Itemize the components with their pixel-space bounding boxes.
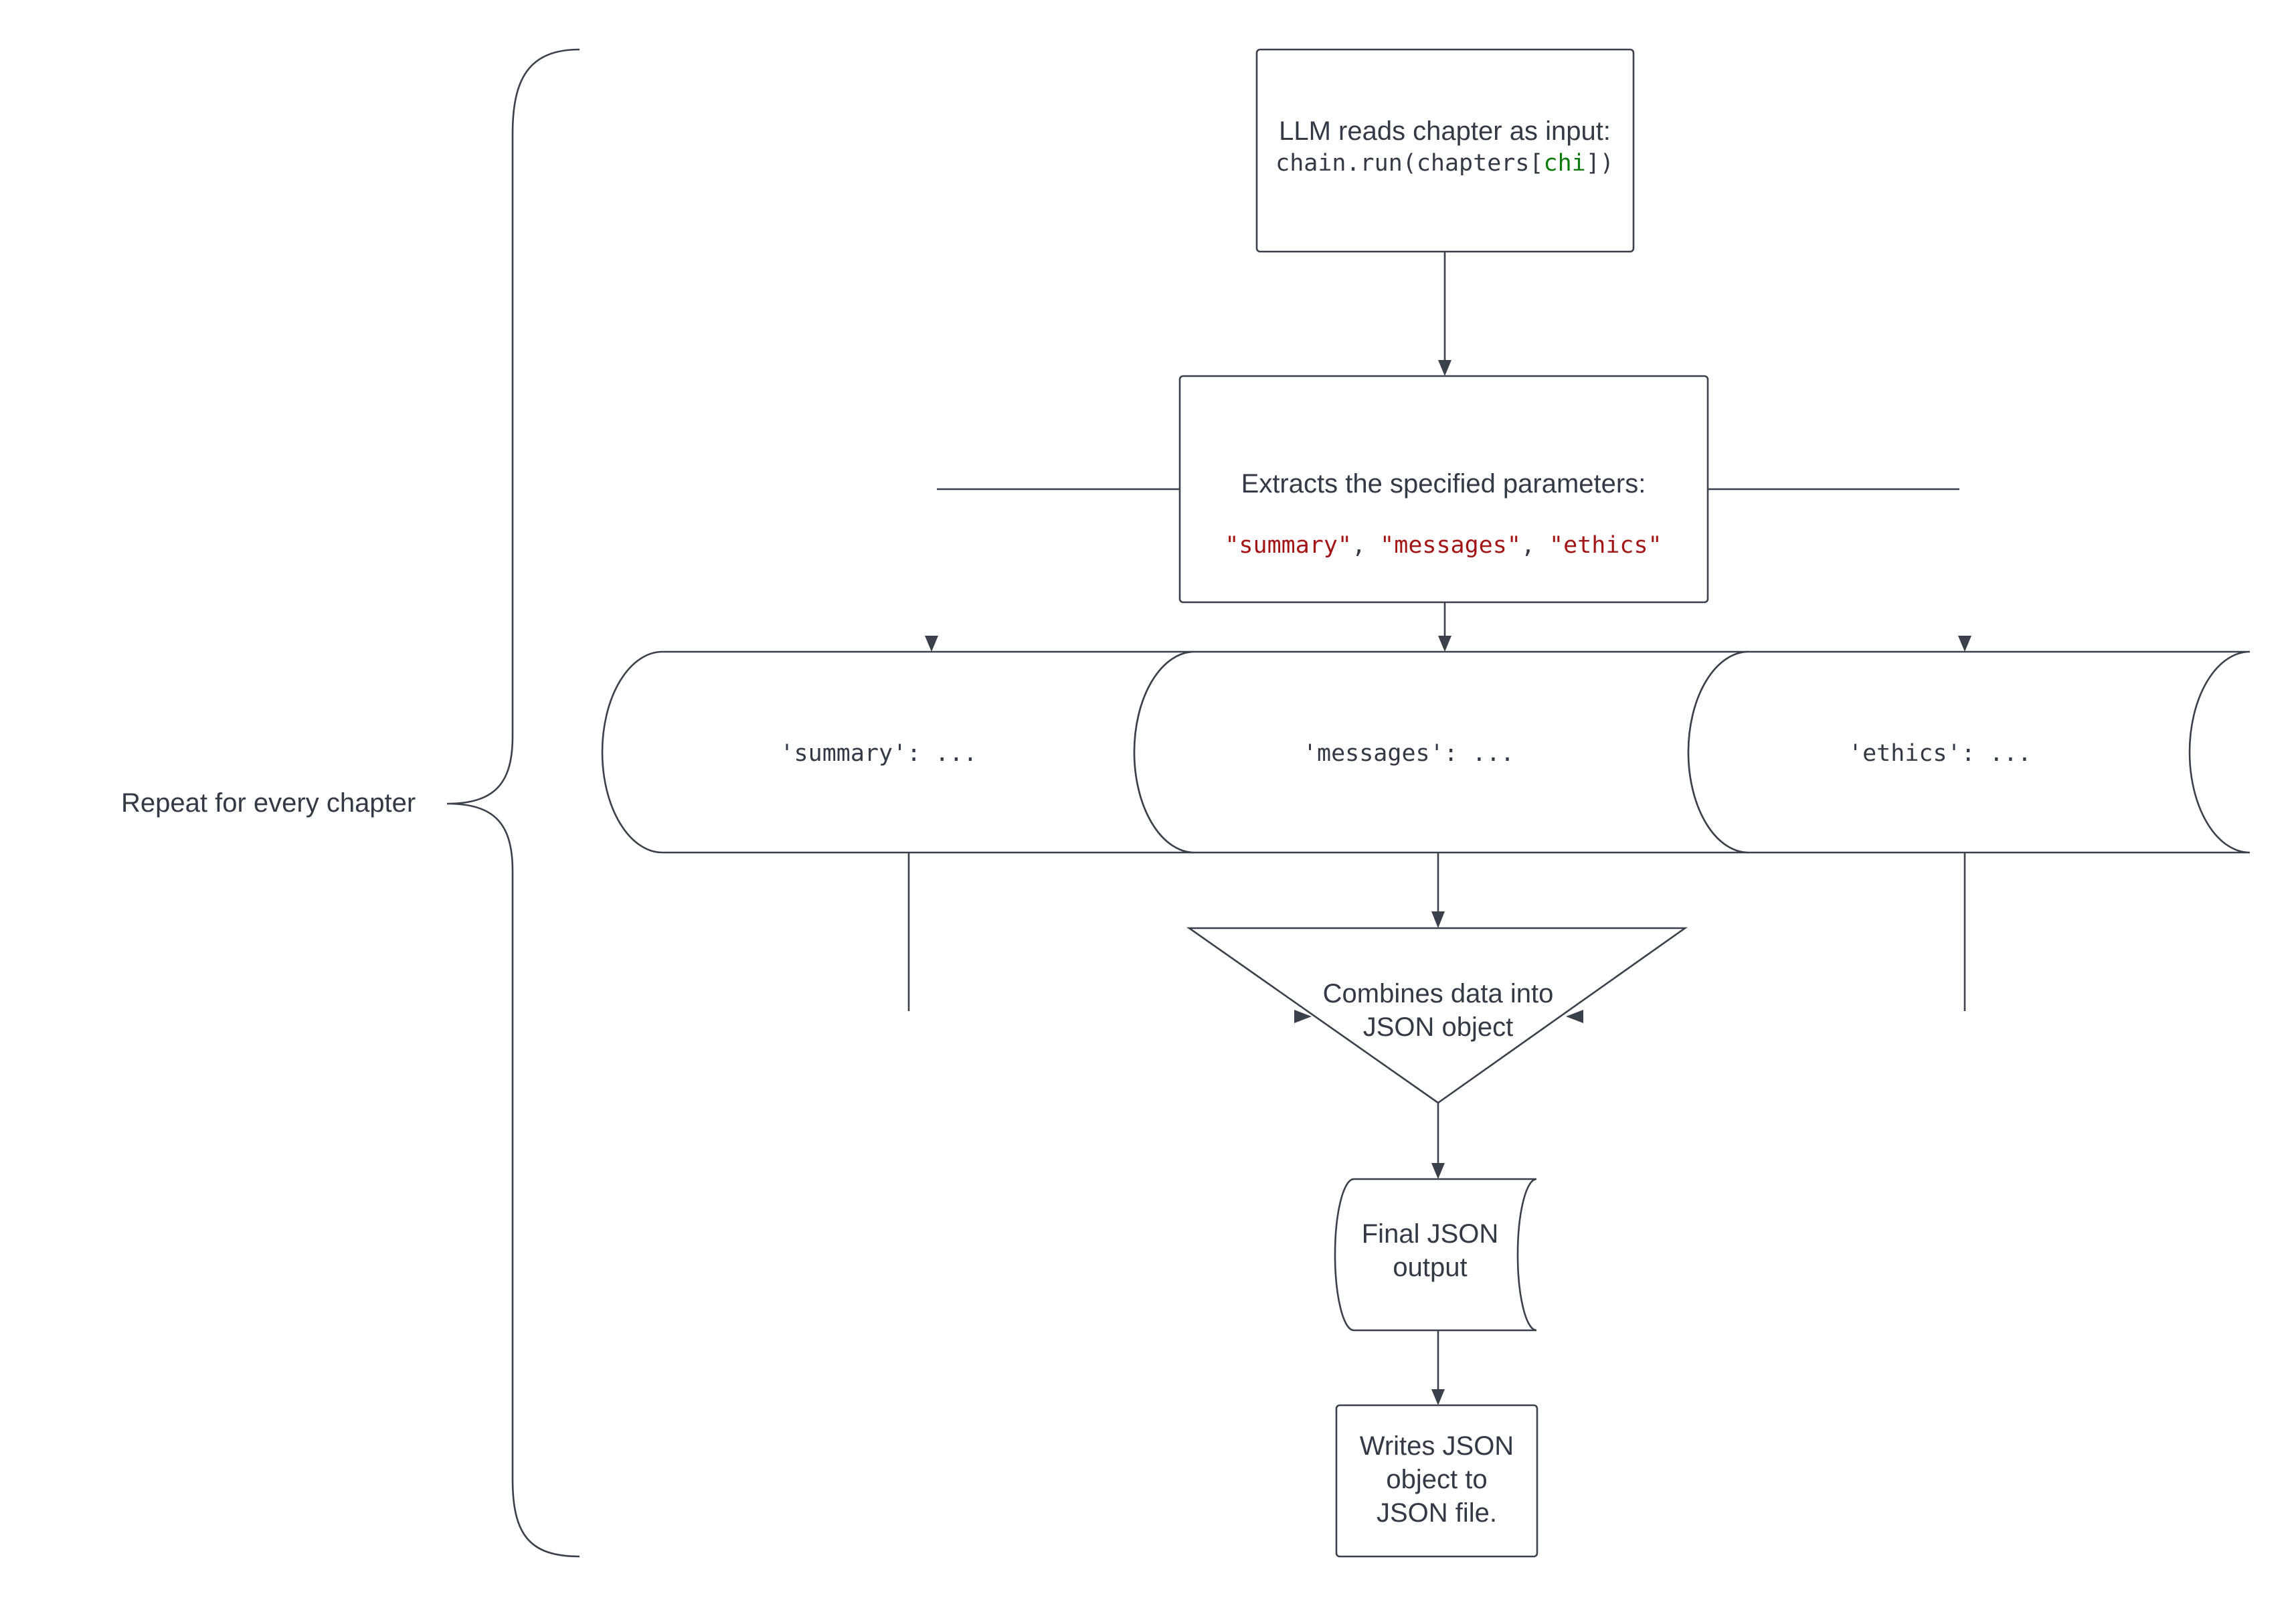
brace-label: Repeat for every chapter <box>121 788 416 818</box>
param-ethics: "ethics" <box>1549 532 1662 559</box>
extract-params: "summary", "messages", "ethics" <box>1225 532 1662 559</box>
arrowhead <box>1431 1163 1445 1179</box>
arrowhead <box>1294 1010 1312 1023</box>
merge-label-line1: Combines data into <box>1323 979 1554 1008</box>
arrowhead <box>1438 360 1451 376</box>
code-variable: chi <box>1544 150 1586 177</box>
write-label-line2: object to <box>1386 1465 1487 1494</box>
merge-triangle <box>1186 927 1688 1104</box>
arrowhead <box>1431 911 1445 928</box>
arrowhead <box>1566 1010 1583 1023</box>
write-label-line3: JSON file. <box>1377 1498 1497 1528</box>
merge-label-line2: JSON object <box>1363 1012 1514 1042</box>
input-box-code: chain.run(chapters[chi]) <box>1275 150 1614 177</box>
write-box <box>1335 1404 1538 1558</box>
arrowhead <box>1431 1389 1445 1405</box>
curly-brace <box>446 48 580 1558</box>
write-label-line1: Writes JSON <box>1360 1431 1514 1461</box>
output-label-line2: output <box>1393 1253 1467 1282</box>
arrowhead <box>925 636 938 652</box>
data-store-ethics <box>1687 650 2250 854</box>
output-label-line1: Final JSON <box>1362 1219 1499 1249</box>
param-messages: "messages" <box>1380 532 1521 559</box>
param-summary: "summary" <box>1225 532 1352 559</box>
arrowhead <box>1958 636 1971 652</box>
arrowhead <box>1438 636 1451 652</box>
data-store-messages-label: 'messages': ... <box>1303 740 1514 767</box>
output-shape <box>1334 1178 1537 1332</box>
data-store-summary-label: 'summary': ... <box>780 740 977 767</box>
extract-box-title: Extracts the specified parameters: <box>1241 469 1646 499</box>
input-box-title: LLM reads chapter as input: <box>1279 116 1611 146</box>
data-store-ethics-label: 'ethics': ... <box>1848 740 2032 767</box>
